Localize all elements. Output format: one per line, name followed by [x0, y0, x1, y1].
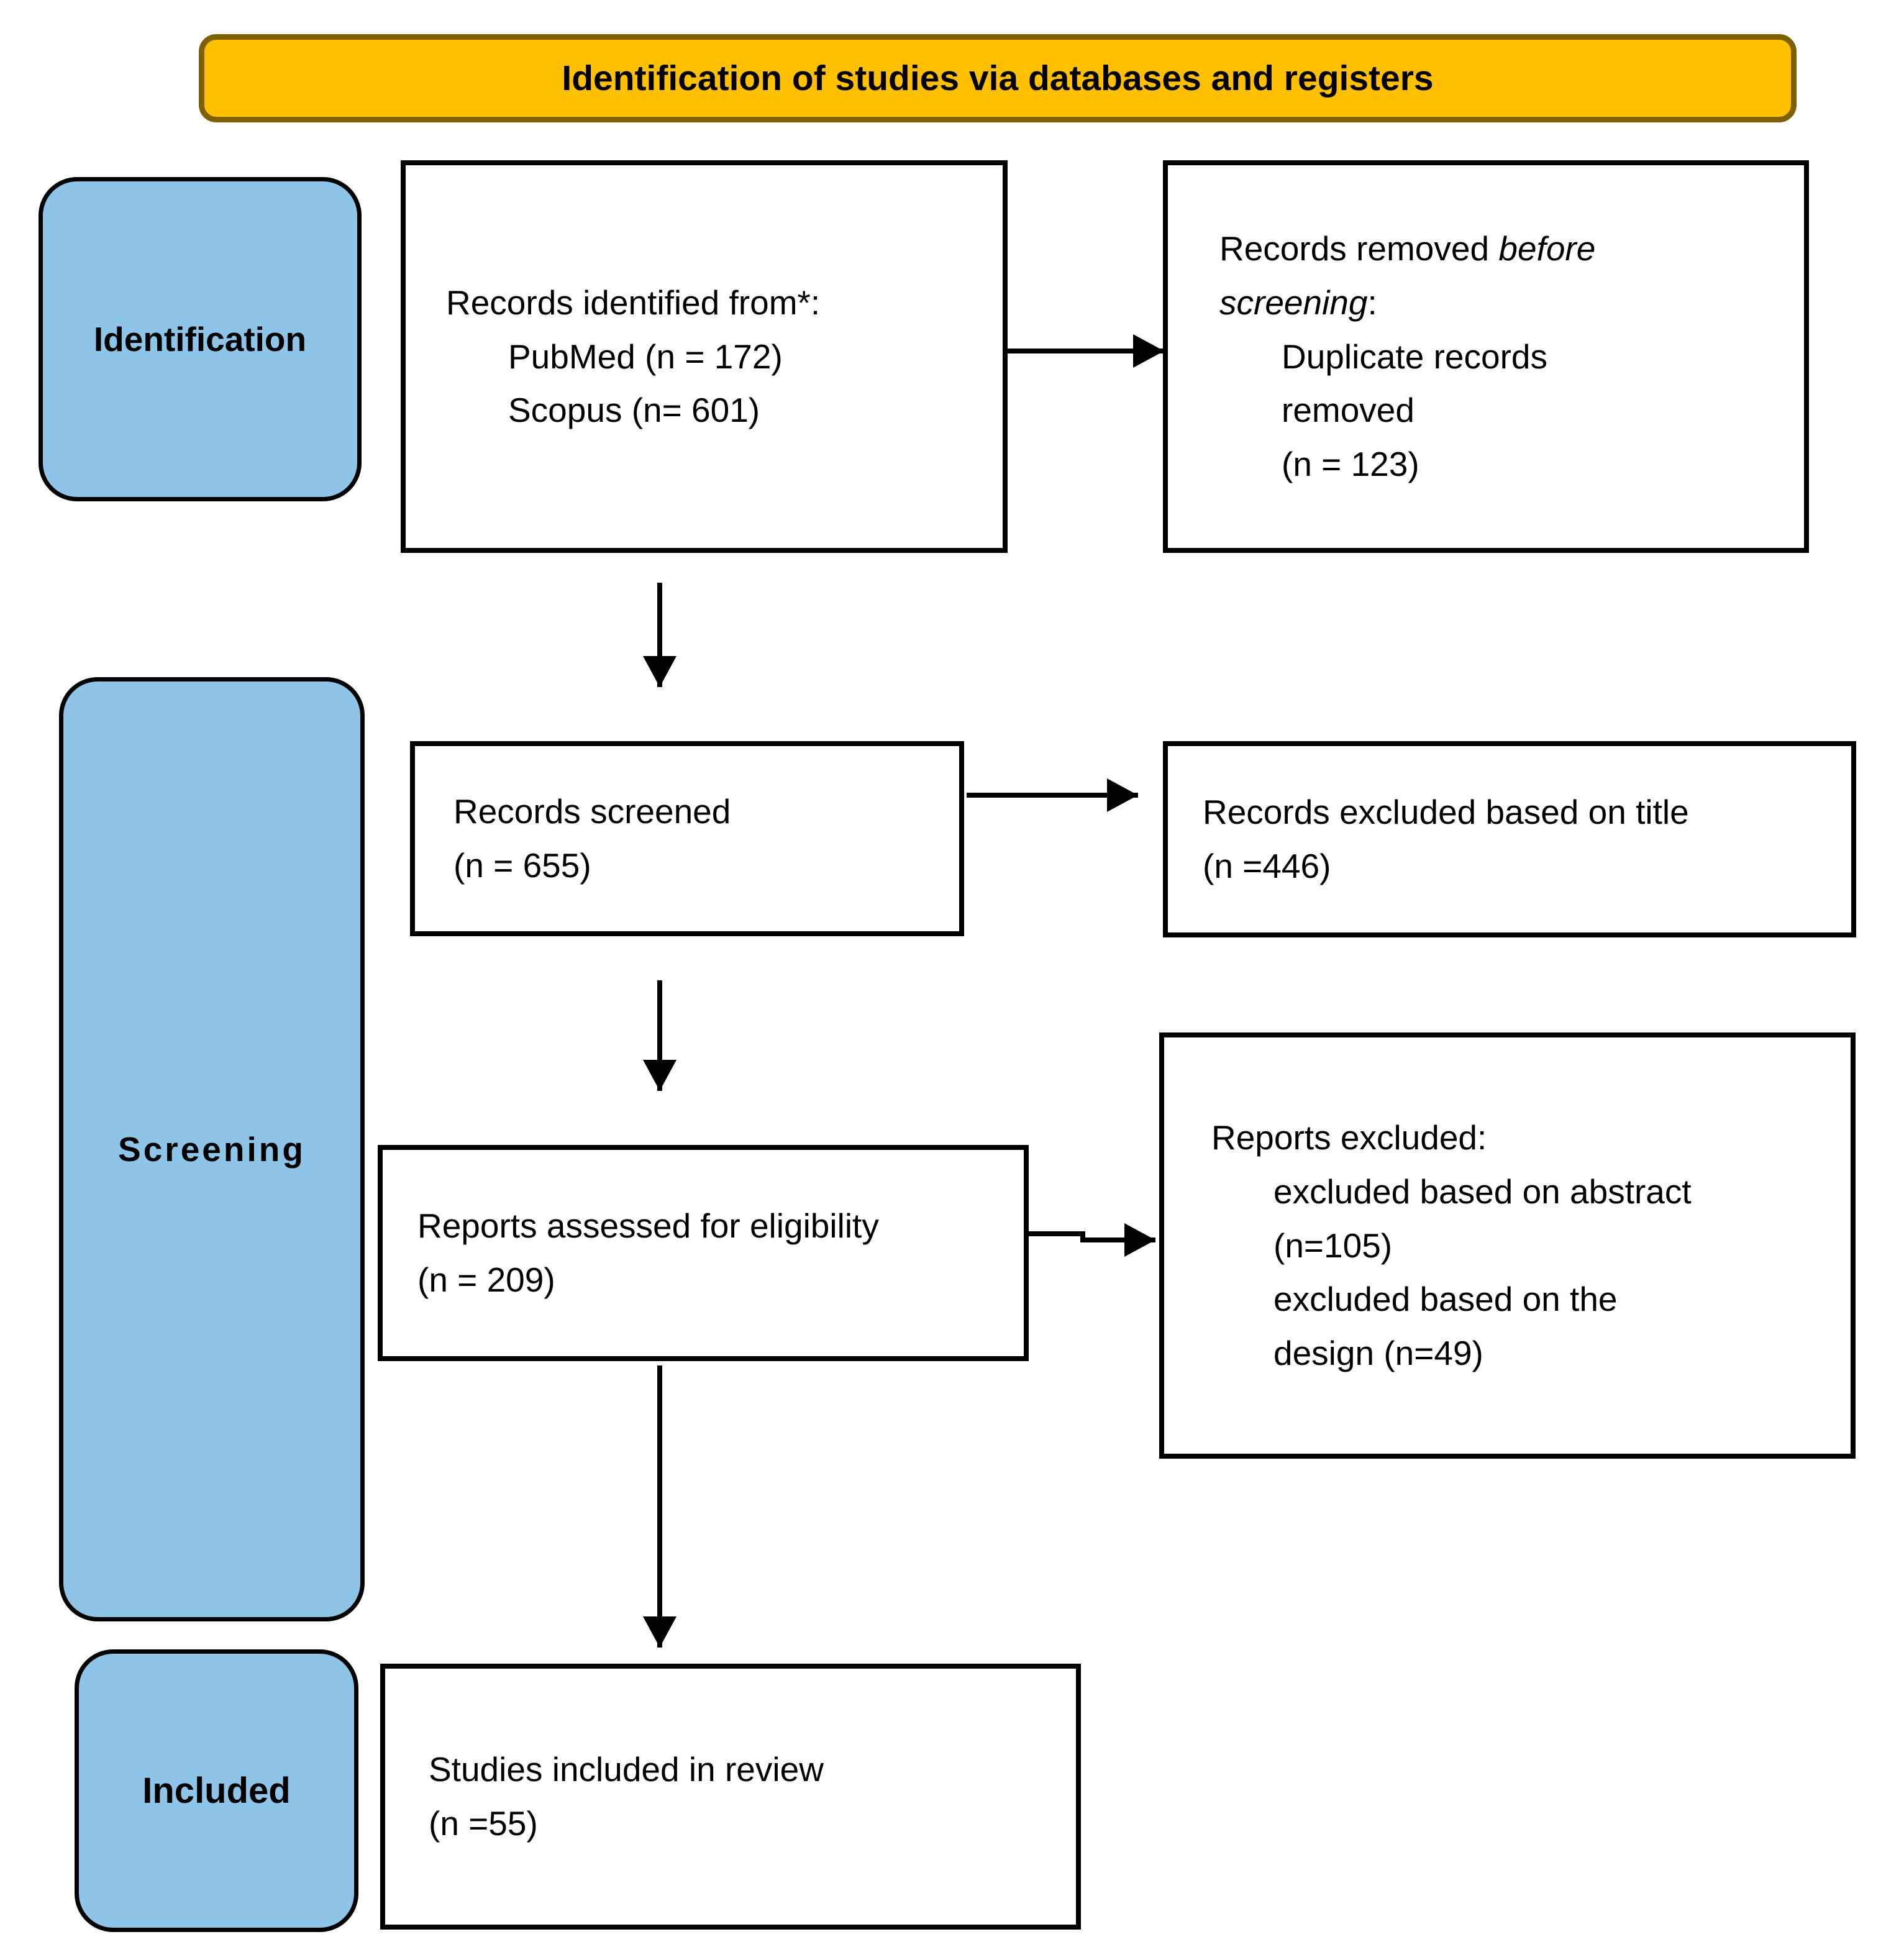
reports-assessed-count: (n = 209)	[417, 1260, 555, 1299]
stage-label-included-text: Included	[142, 1771, 291, 1811]
reports-excluded-title: Reports excluded:	[1211, 1118, 1487, 1157]
records-removed-italic: before	[1498, 229, 1596, 268]
records-removed-item: Duplicate records	[1282, 337, 1547, 376]
stage-label-identification-text: Identification	[93, 320, 307, 358]
box-reports-assessed: Reports assessed for eligibility (n = 20…	[378, 1145, 1029, 1361]
records-identified-title: Records identified from*:	[446, 283, 821, 322]
records-excluded-line: Records excluded based on title	[1203, 793, 1689, 832]
banner-title-text: Identification of studies via databases …	[562, 58, 1434, 98]
reports-excluded-item: (n=105)	[1273, 1226, 1393, 1265]
records-screened-count: (n = 655)	[453, 846, 591, 885]
box-studies-included: Studies included in review (n =55)	[380, 1664, 1081, 1930]
reports-excluded-item: excluded based on abstract	[1273, 1172, 1692, 1211]
records-excluded-count: (n =446)	[1203, 847, 1331, 885]
box-records-removed: Records removed before screening: Duplic…	[1163, 160, 1809, 553]
stage-label-identification: Identification	[39, 177, 362, 501]
stage-label-screening: Screening	[59, 677, 365, 1621]
box-records-excluded-title: Records excluded based on title (n =446)	[1163, 741, 1856, 937]
records-removed-italic2: screening	[1219, 283, 1368, 322]
box-records-identified: Records identified from*: PubMed (n = 17…	[401, 160, 1008, 553]
records-screened-line: Records screened	[453, 792, 731, 831]
records-removed-line2: screening:	[1219, 283, 1377, 322]
records-removed-item: (n = 123)	[1282, 445, 1419, 484]
studies-included-line: Studies included in review	[429, 1750, 824, 1789]
banner-title: Identification of studies via databases …	[199, 34, 1797, 122]
records-removed-line1: Records removed before	[1219, 229, 1596, 268]
reports-excluded-item: excluded based on the	[1273, 1280, 1618, 1319]
records-identified-item: Scopus (n= 601)	[508, 391, 760, 430]
records-removed-item: removed	[1282, 391, 1414, 430]
studies-included-count: (n =55)	[429, 1804, 538, 1843]
records-identified-item: PubMed (n = 172)	[508, 337, 783, 376]
reports-assessed-line: Reports assessed for eligibility	[417, 1206, 879, 1246]
box-records-screened: Records screened (n = 655)	[410, 741, 964, 936]
stage-label-included: Included	[75, 1649, 358, 1932]
arrow-assessed-to-excluded	[1029, 1223, 1155, 1257]
stage-label-screening-text: Screening	[118, 1130, 306, 1169]
reports-excluded-item: design (n=49)	[1273, 1334, 1483, 1373]
box-reports-excluded: Reports excluded: excluded based on abst…	[1159, 1032, 1856, 1459]
